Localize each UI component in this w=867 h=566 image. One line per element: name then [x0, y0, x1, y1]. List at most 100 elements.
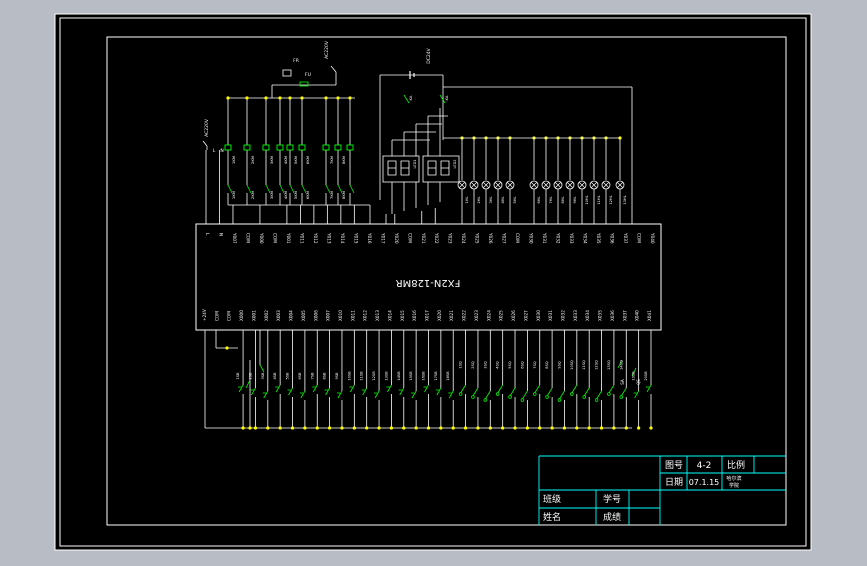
push-button [263, 390, 269, 399]
plc-top-terminal-label: COM [515, 233, 520, 243]
lamp-label: 5HL [513, 197, 517, 204]
limit-switch [546, 387, 553, 397]
push-button-label: 18SB [446, 371, 450, 381]
plc-bottom-terminal-label: X035 [598, 310, 603, 321]
plc-top-terminal-label: Y001 [286, 232, 291, 244]
junction-dot [402, 426, 406, 430]
plc-bottom-terminal-label: X024 [486, 310, 491, 321]
limit-roller [607, 392, 611, 396]
relay-coil-label: 1KM [231, 156, 236, 164]
ac-supply-label: AC220V [324, 40, 330, 59]
sa-label: SA [620, 379, 625, 385]
plc-bottom-terminal-label: +24V [202, 309, 207, 321]
limit-switch-label: 11SQ [582, 360, 586, 370]
name-label: 姓名 [543, 511, 561, 523]
push-button-label: 9SB [335, 372, 339, 380]
left-input-contact2 [259, 364, 265, 373]
push-button [300, 390, 306, 399]
class-label: 班级 [543, 493, 561, 505]
plc-bottom-terminal-label: X027 [523, 310, 528, 321]
push-button [436, 387, 442, 396]
plc-top-terminal-label: Y011 [299, 232, 304, 244]
limit-roller [483, 398, 488, 402]
junction-dot [278, 426, 282, 430]
limit-switch [571, 384, 578, 394]
ac-switch [330, 65, 337, 73]
plc-top-terminal-label: Y040 [650, 232, 655, 244]
push-button-label: 7SB [310, 372, 314, 380]
plc-bottom-terminal-label: X002 [264, 310, 269, 321]
plc-top-terminal-label: Y031 [542, 232, 547, 244]
relay-coil-label: 4KM [283, 156, 288, 164]
seven-seg-digit [387, 160, 397, 176]
plc-bottom-terminal-label: X013 [375, 310, 380, 321]
plc-top-terminal-label: Y032 [556, 232, 561, 244]
lamp-cross [470, 181, 478, 189]
junction-dot [513, 426, 517, 430]
junction-dot [587, 426, 591, 430]
push-button-label: 2SB [248, 372, 252, 380]
relay-contact [227, 184, 233, 194]
indicator-lamp [529, 180, 539, 190]
limit-switch [534, 384, 541, 394]
limit-switch-label: 10SQ [570, 360, 574, 370]
limit-switch-label: 6SQ [520, 361, 524, 369]
plc-top-terminal-label: Y024 [461, 232, 466, 244]
plc-bottom-terminal-label: X033 [573, 310, 578, 321]
drawing-no-value: 4-2 [697, 461, 712, 471]
limit-roller [458, 392, 463, 396]
relay-coil-label: 8KM [341, 156, 346, 164]
indicator-lamp [589, 180, 599, 190]
push-button-label: 15SB [409, 371, 413, 381]
plc-bottom-terminal-label: X040 [635, 310, 640, 321]
limit-roller [594, 398, 599, 402]
plc-top-terminal-label: COM [272, 233, 277, 243]
junction-dot [426, 426, 431, 430]
lamp-label: 10HL [585, 195, 589, 204]
ka-contact [439, 94, 446, 104]
plc-bottom-terminal-label: X021 [449, 310, 454, 321]
lamp-label: 12HL [609, 195, 613, 204]
junction-dot [389, 426, 394, 430]
limit-switch-label: 13SQ [607, 360, 611, 370]
indicator-lamp [577, 180, 587, 190]
junction-dot [439, 426, 443, 430]
junction-dot [476, 426, 480, 430]
school-line-1: 哈尔滨 [726, 475, 741, 482]
date-value: 07.1.15 [689, 478, 720, 487]
wiring-layer [202, 65, 653, 430]
junction-dot [488, 426, 492, 430]
limit-roller [508, 395, 512, 399]
limit-roller [532, 392, 537, 396]
plc-top-terminal-label: Y007 [232, 232, 237, 244]
l-label: L [213, 148, 216, 154]
relay-coil-label: 6KM [305, 156, 310, 164]
lamp-cross [590, 181, 598, 189]
push-button-label: 3SB [261, 372, 265, 380]
limit-switch [583, 387, 590, 397]
junction-dot [377, 426, 381, 430]
seven-seg-digit [427, 160, 437, 176]
fr-label: FR [293, 58, 299, 64]
limit-switch [608, 384, 615, 394]
plc-top-terminal-label: Y033 [569, 232, 574, 244]
relay-coil [298, 144, 306, 151]
relay-contact [265, 184, 271, 194]
limit-switch-label: 8SQ [545, 361, 549, 369]
plc-top-terminal-label: Y027 [502, 232, 507, 244]
lamp-label: 8HL [561, 197, 565, 204]
plc-bottom-terminal-label: X036 [610, 310, 615, 321]
push-button-label: 19SB [632, 371, 636, 381]
lamp-cross [458, 181, 466, 189]
plc-top-terminal-label: Y012 [313, 232, 318, 244]
plc-top-terminal-label: Y017 [380, 232, 385, 244]
push-button-label: 4SB [273, 372, 277, 380]
push-button-label: 11SB [360, 371, 364, 381]
push-button [399, 387, 405, 396]
push-button [634, 390, 639, 399]
junction-dot [288, 96, 292, 100]
limit-switch-label: 3SQ [483, 361, 487, 369]
